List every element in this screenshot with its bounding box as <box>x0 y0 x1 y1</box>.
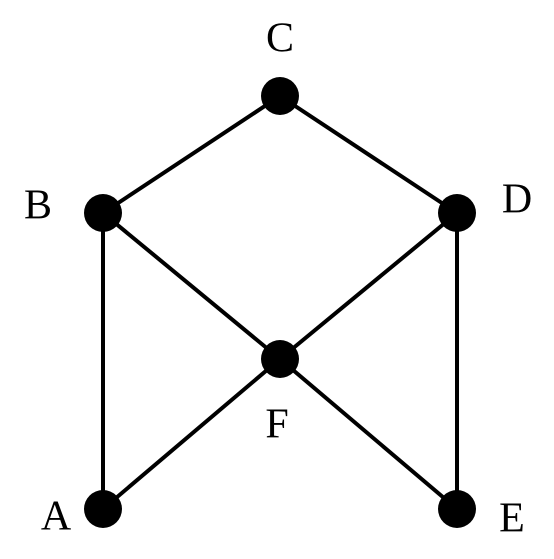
node-label-f: F <box>265 402 288 448</box>
edges-group <box>101 94 459 511</box>
edge-c-b <box>101 94 282 215</box>
node-label-b: B <box>24 183 52 229</box>
edge-d-f <box>278 211 459 361</box>
node-f <box>261 340 299 378</box>
node-b <box>84 194 122 232</box>
node-a <box>84 490 122 528</box>
edge-f-e <box>278 357 459 511</box>
node-d <box>438 194 476 232</box>
node-label-e: E <box>499 496 525 542</box>
node-e <box>438 490 476 528</box>
edge-b-f <box>101 211 282 361</box>
node-label-a: A <box>41 494 72 540</box>
edge-f-a <box>101 357 282 511</box>
node-label-c: C <box>266 16 294 62</box>
edge-c-d <box>278 94 459 215</box>
labels-group: C B D F A E <box>24 16 532 542</box>
nodes-group <box>84 77 476 528</box>
node-label-d: D <box>502 177 532 223</box>
node-c <box>261 77 299 115</box>
